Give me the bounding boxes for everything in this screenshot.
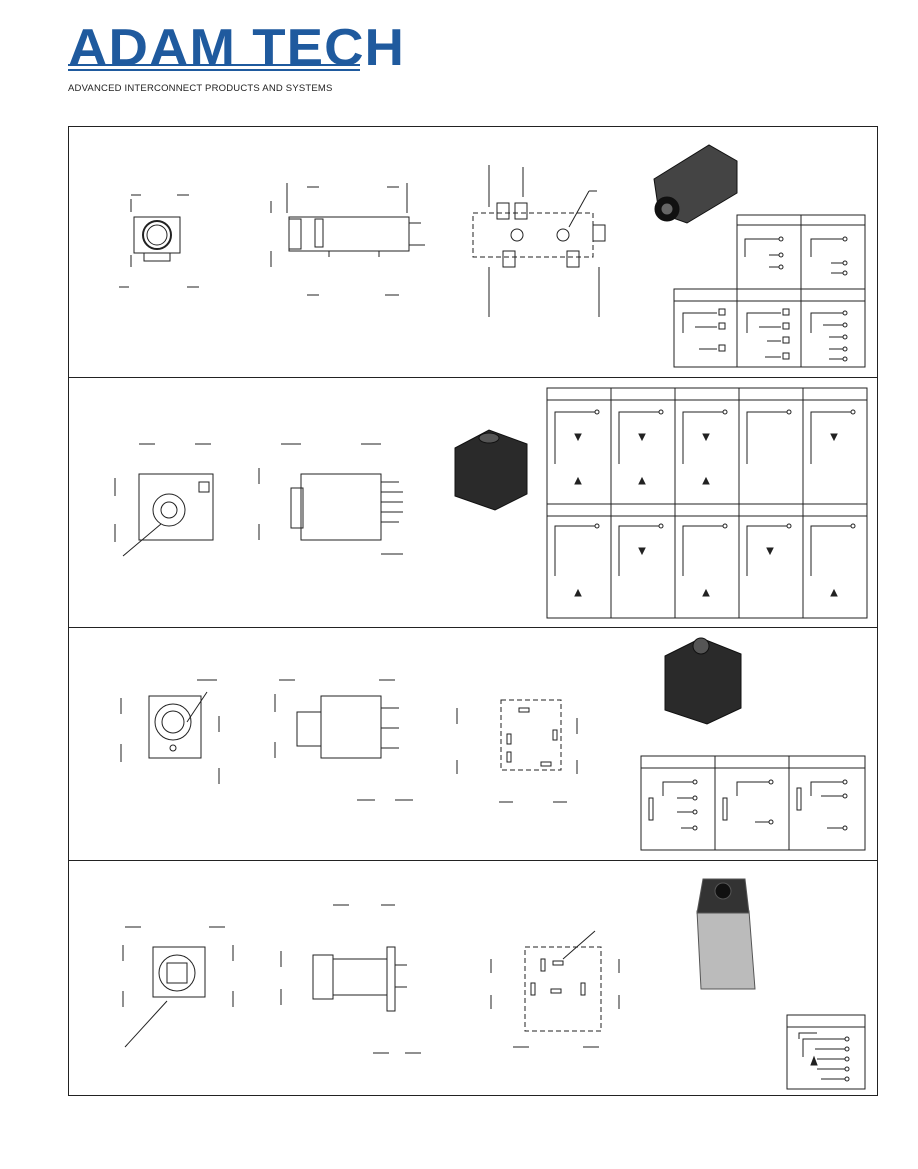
section-2-drawings <box>114 387 868 619</box>
section-3 <box>69 628 877 861</box>
pcb-layout-3 <box>456 699 578 803</box>
section-1-drawings <box>119 144 866 368</box>
front-view-2 <box>114 443 214 557</box>
logo-underline <box>68 64 360 74</box>
section-1 <box>69 127 877 378</box>
product-photo-1 <box>653 144 738 224</box>
pcb-layout-1 <box>472 165 606 317</box>
product-photo-3 <box>664 637 742 725</box>
front-view-1 <box>119 194 199 288</box>
product-photo-2 <box>454 429 528 511</box>
side-view-1 <box>270 183 425 296</box>
side-view-2 <box>258 443 403 555</box>
schematic-table-3 <box>640 755 866 851</box>
section-4-drawings <box>122 878 866 1090</box>
pcb-layout-4 <box>490 930 620 1048</box>
front-view-3 <box>120 679 220 784</box>
schematic-table-2 <box>546 387 868 619</box>
schematic-table-1a <box>673 214 866 368</box>
section-4 <box>69 861 877 1097</box>
section-3-drawings <box>120 637 866 851</box>
side-view-3 <box>274 679 413 801</box>
front-view-4 <box>122 926 234 1048</box>
schematic-table-4 <box>786 1014 866 1090</box>
drawing-frame <box>68 126 878 1096</box>
page-header: ADAM TECH ADVANCED INTERCONNECT PRODUCTS… <box>0 0 918 120</box>
section-2 <box>69 378 877 628</box>
product-photo-4 <box>696 878 756 990</box>
side-view-4 <box>280 904 421 1054</box>
brand-tagline: ADVANCED INTERCONNECT PRODUCTS AND SYSTE… <box>68 83 333 94</box>
